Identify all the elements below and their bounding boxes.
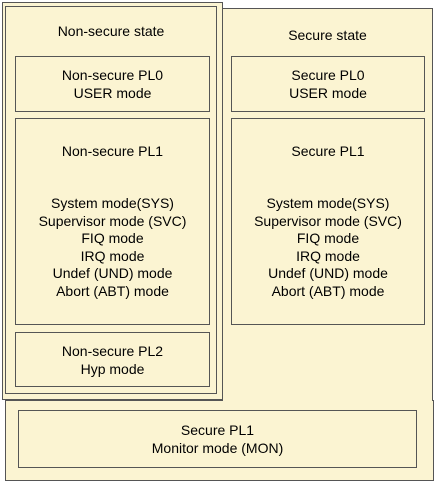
secure-pl1-mode-svc: Supervisor mode (SVC) [254, 212, 402, 229]
nonsecure-pl2-title: Non-secure PL2 [61, 343, 164, 359]
nonsecure-pl2-box: Non-secure PL2 Hyp mode [15, 332, 210, 387]
secure-pl1-mode-irq: IRQ mode [296, 247, 360, 264]
secure-pl1-box: Secure PL1 System mode(SYS) Supervisor m… [231, 118, 425, 325]
nonsecure-pl1-mode-abt: Abort (ABT) mode [56, 282, 169, 299]
nonsecure-pl1-mode-svc: Supervisor mode (SVC) [38, 212, 187, 229]
nonsecure-pl1-box: Non-secure PL1 System mode(SYS) Supervis… [15, 118, 210, 325]
nonsecure-pl1-mode-sys: System mode(SYS) [51, 195, 174, 211]
secure-pl1-mode-sys: System mode(SYS) [266, 195, 390, 211]
secure-pl1-mode-abt: Abort (ABT) mode [271, 282, 385, 299]
nonsecure-pl0-box: Non-secure PL0 USER mode [15, 56, 210, 112]
nonsecure-pl0-title: Non-secure PL0 [61, 67, 164, 83]
secure-pl0-title: Secure PL0 [291, 67, 365, 83]
nonsecure-state-title: Non-secure state [57, 23, 165, 39]
nonsecure-pl1-title: Non-secure PL1 [61, 143, 164, 159]
secure-pl1-mode-und: Undef (UND) mode [268, 265, 388, 281]
nonsecure-pl1-mode-irq: IRQ mode [80, 247, 145, 264]
monitor-mode: Monitor mode (MON) [151, 439, 284, 456]
nonsecure-pl1-mode-und: Undef (UND) mode [52, 265, 173, 281]
secure-pl0-mode: USER mode [289, 84, 367, 101]
monitor-title: Secure PL1 [180, 422, 255, 438]
secure-merge-patch [223, 399, 432, 402]
monitor-mode-box: Secure PL1 Monitor mode (MON) [18, 410, 417, 468]
secure-state-title: Secure state [288, 27, 367, 43]
nonsecure-pl1-mode-fiq: FIQ mode [81, 230, 144, 246]
secure-pl1-title: Secure PL1 [291, 143, 365, 159]
secure-pl0-box: Secure PL0 USER mode [231, 56, 425, 112]
nonsecure-pl2-mode: Hyp mode [80, 360, 145, 377]
secure-pl1-mode-fiq: FIQ mode [296, 230, 360, 246]
nonsecure-pl0-mode: USER mode [73, 84, 152, 101]
